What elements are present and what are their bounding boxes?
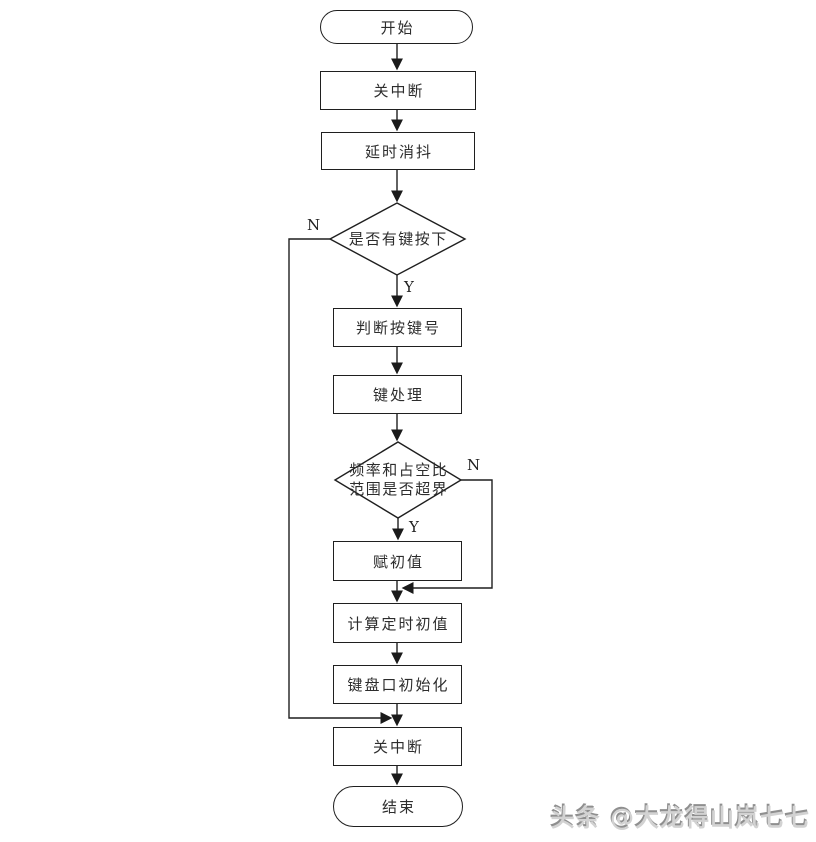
node-key-handle-label: 键处理 — [372, 386, 424, 404]
node-start: 开始 — [320, 10, 473, 44]
watermark-text: 头条 @大龙得山岚七七 — [550, 804, 810, 832]
node-end-label: 结束 — [381, 798, 416, 816]
node-key-handle: 键处理 — [333, 375, 462, 414]
decision-range-line1: 频率和占空比 — [349, 461, 449, 479]
node-judge-key-label: 判断按键号 — [355, 319, 441, 337]
node-keyboard-init-label: 键盘口初始化 — [347, 676, 450, 694]
node-start-label: 开始 — [380, 18, 415, 37]
branch-label-keypressed-no: N — [307, 216, 321, 234]
node-calc-timer-init: 计算定时初值 — [333, 603, 462, 643]
branch-label-range-no: N — [467, 456, 481, 474]
node-close-interrupt-2-label: 关中断 — [372, 738, 424, 756]
node-close-interrupt-1: 关中断 — [320, 71, 476, 110]
node-calc-timer-init-label: 计算定时初值 — [347, 614, 450, 633]
branch-label-keypressed-yes: Y — [404, 278, 414, 296]
branch-label-range-yes: Y — [409, 518, 419, 536]
decision-key-pressed-text: 是否有键按下 — [348, 229, 448, 248]
node-debounce: 延时消抖 — [321, 132, 475, 170]
node-keyboard-init: 键盘口初始化 — [333, 665, 462, 704]
node-assign-init: 赋初值 — [333, 541, 462, 581]
decision-range-check-label: 频率和占空比 范围是否超界 — [333, 461, 463, 499]
decision-key-pressed-label: 是否有键按下 — [330, 229, 465, 249]
node-debounce-label: 延时消抖 — [364, 142, 433, 161]
branch-line-keypressed-no — [288, 238, 393, 724]
branch-line-range-no — [401, 479, 493, 594]
decision-range-line2: 范围是否超界 — [349, 480, 449, 498]
node-close-interrupt-1-label: 关中断 — [373, 82, 425, 100]
node-judge-key: 判断按键号 — [333, 308, 462, 347]
node-end: 结束 — [333, 786, 463, 827]
node-assign-init-label: 赋初值 — [372, 552, 424, 571]
node-close-interrupt-2: 关中断 — [333, 727, 462, 766]
